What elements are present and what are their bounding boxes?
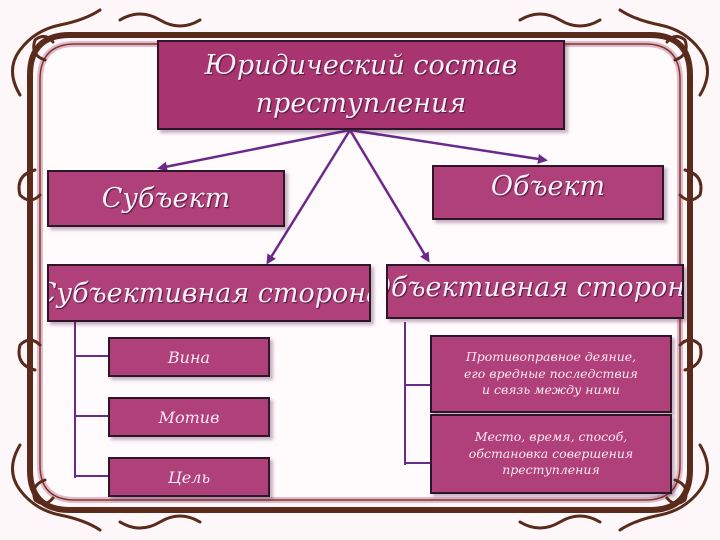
unlawful-act-line-3: и связь между ними xyxy=(481,382,620,398)
goal-label: Цель xyxy=(167,467,211,487)
title-box: Юридический состав преступления xyxy=(157,40,565,130)
motive-box: Мотив xyxy=(108,397,270,437)
object-label: Объект xyxy=(490,171,606,202)
connectors xyxy=(74,128,548,478)
subjective-side-label: Субъективная сторона xyxy=(47,277,371,309)
objective-side-box: Объективная сторона xyxy=(386,264,684,319)
arrow-to-subject xyxy=(157,128,351,172)
subjective-side-box: Субъективная сторона xyxy=(47,264,371,322)
unlawful-act-box: Противоправное деяние, его вредные после… xyxy=(430,335,672,413)
subject-box: Субъект xyxy=(47,170,285,227)
title-line-1: Юридический состав xyxy=(204,50,518,82)
guilt-label: Вина xyxy=(167,347,211,367)
subject-label: Субъект xyxy=(101,183,231,214)
object-box: Объект xyxy=(432,165,664,220)
objective-bracket xyxy=(404,322,432,465)
circumstances-box: Место, время, способ, обстановка соверше… xyxy=(430,414,672,494)
title-line-2: преступления xyxy=(255,88,467,119)
corner-flourish-icon xyxy=(11,8,709,532)
objective-side-label: Объективная сторона xyxy=(386,272,684,303)
goal-box: Цель xyxy=(108,457,270,497)
arrow-to-subjective-side xyxy=(266,129,352,265)
motive-label: Мотив xyxy=(158,407,220,427)
guilt-box: Вина xyxy=(108,337,270,377)
unlawful-act-line-2: его вредные последствия xyxy=(464,365,638,381)
arrow-to-object xyxy=(349,128,548,164)
circumstances-line-2: обстановка совершения xyxy=(468,445,634,461)
circumstances-line-1: Место, время, способ, xyxy=(474,428,628,444)
circumstances-line-3: преступления xyxy=(502,462,600,478)
subjective-bracket xyxy=(74,322,110,478)
arrow-to-objective-side xyxy=(348,129,430,263)
unlawful-act-line-1: Противоправное деяние, xyxy=(465,348,637,364)
